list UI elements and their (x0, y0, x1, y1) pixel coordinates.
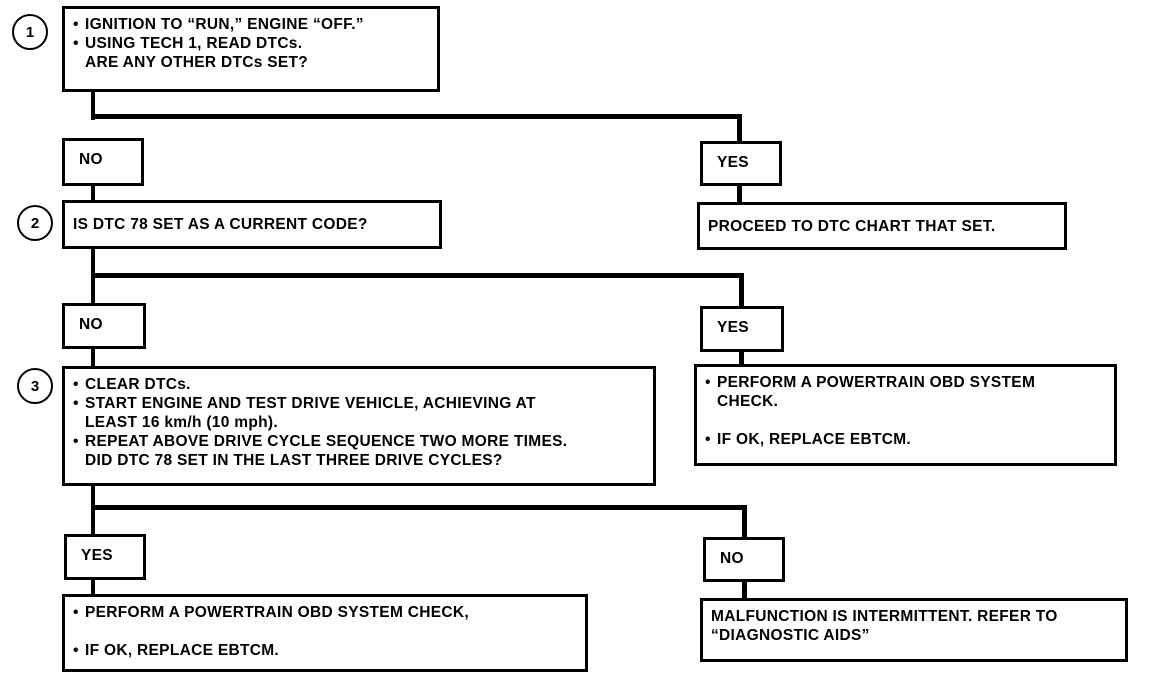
connector-line (91, 184, 95, 204)
step-3-no-label: NO (703, 537, 785, 582)
connector-line (91, 90, 95, 120)
step-1-number: 1 (12, 14, 48, 50)
connector-line (737, 184, 742, 206)
connector-line (91, 505, 746, 510)
step-1-question-box: •IGNITION TO “RUN,” ENGINE “OFF.” •USING… (62, 6, 440, 92)
connector-line (739, 273, 744, 311)
step-1-yes-result-box: PROCEED TO DTC CHART THAT SET. (697, 202, 1067, 250)
step-2-yes-label: YES (700, 306, 784, 352)
step-2-yes-result-box: •PERFORM A POWERTRAIN OBD SYSTEM CHECK. … (694, 364, 1117, 466)
connector-line (91, 578, 95, 596)
step-3-yes-label: YES (64, 534, 146, 580)
step-1-yes-label: YES (700, 141, 782, 186)
connector-line (91, 486, 95, 540)
connector-line (737, 114, 742, 144)
connector-line (742, 505, 747, 541)
step-1-no-label: NO (62, 138, 144, 186)
connector-line (91, 273, 743, 278)
connector-line (742, 580, 747, 600)
step-3-no-result-box: MALFUNCTION IS INTERMITTENT. REFER TO “D… (700, 598, 1128, 662)
step-2-number: 2 (17, 205, 53, 241)
connector-line (91, 347, 95, 369)
step-3-question-box: •CLEAR DTCs. •START ENGINE AND TEST DRIV… (62, 366, 656, 486)
connector-line (91, 114, 741, 119)
step-2-question-box: IS DTC 78 SET AS A CURRENT CODE? (62, 200, 442, 249)
connector-line (739, 350, 744, 366)
step-3-yes-result-box: •PERFORM A POWERTRAIN OBD SYSTEM CHECK, … (62, 594, 588, 672)
step-3-number: 3 (17, 368, 53, 404)
step-2-no-label: NO (62, 303, 146, 349)
